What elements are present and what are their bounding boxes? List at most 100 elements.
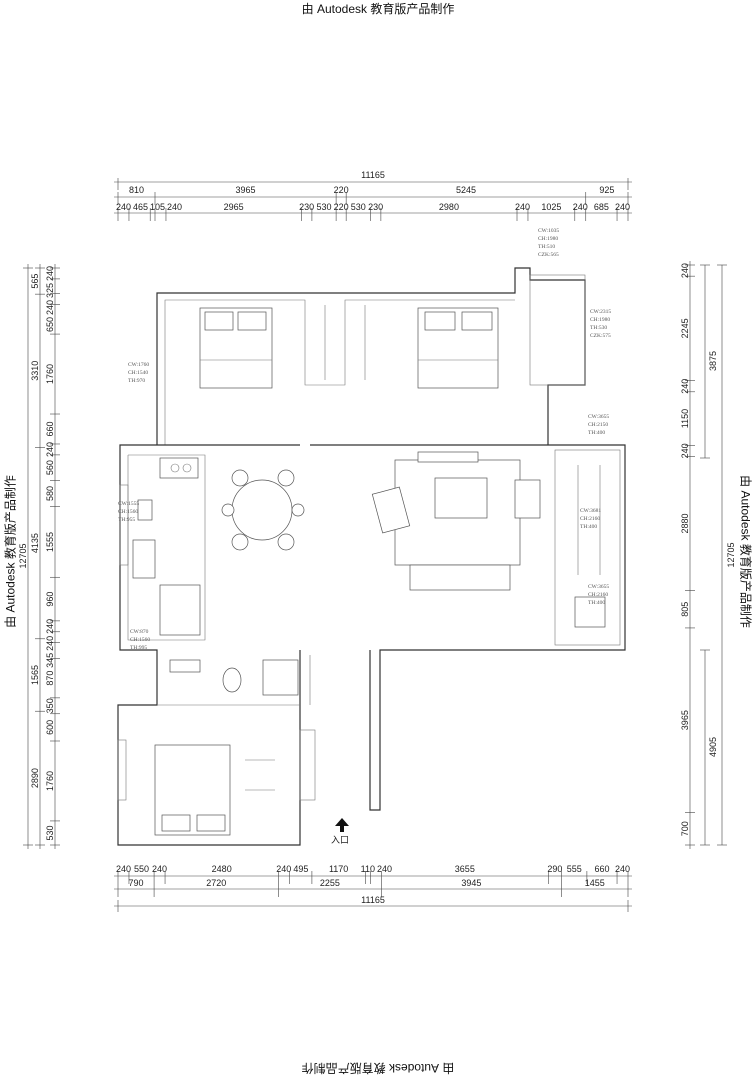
walls [117,267,626,846]
dimension-label: 925 [599,185,614,195]
dimension-label: 810 [129,185,144,195]
wardrobe [324,305,366,380]
furniture [132,305,606,836]
dimension-label: 3965 [236,185,256,195]
washing-machine [574,596,606,628]
dimension-label: 5245 [456,185,476,195]
dimension-label: 230 [299,202,314,212]
dimension-label: 3945 [461,878,481,888]
watermark-top: 由 Autodesk 教育版产品制作 [301,2,455,16]
dimension-label: 220 [334,202,349,212]
dining-chair [231,469,249,487]
dimension-label: 1170 [329,864,348,874]
annotation-living-top-right: CW:3655 [588,414,609,420]
dimension-label: 660 [594,864,609,874]
kitchen-sink [137,499,153,521]
dimension-label: 240 [116,202,131,212]
annotation-bathroom: CW:870 [130,629,149,635]
dimension-label: 1025 [541,202,561,212]
annotation-bathroom: CH:1560 [130,637,150,643]
dimension-label: 240 [45,300,55,315]
dimension-label: 3655 [455,864,475,874]
dimension-label: 240 [116,864,131,874]
dimension-label: 1760 [45,364,55,384]
dimension-label: 240 [45,619,55,634]
dimension-label: 345 [45,653,55,668]
dimension-label: 3875 [708,351,718,371]
pillow [196,814,226,832]
dimension-label: 11165 [361,895,385,905]
annotation-balcony-top: TH:510 [538,244,555,250]
dining-chair [231,533,249,551]
annotation-bedroom-right: CZK:575 [590,333,611,339]
dimension-label: 650 [45,317,55,332]
dimension-label: 560 [45,460,55,475]
pillow [204,311,234,331]
dimension-label: 790 [129,878,144,888]
wardrobe [245,759,275,791]
dimension-label: 1760 [45,771,55,791]
dimension-label: 660 [45,421,55,436]
annotation-living-bottom-right: CH:2160 [588,592,608,598]
dining-chair [221,503,235,517]
dimension-label: 1455 [585,878,605,888]
annotation-bedroom-left: CH:1540 [128,370,148,376]
dimension-label: 2980 [439,202,459,212]
dimension-label: 530 [45,825,55,840]
dimension-label: 240 [276,864,291,874]
dimension-label: 2480 [212,864,232,874]
dimension-label: 240 [45,266,55,281]
dimension-label: 12705 [18,543,28,568]
pillow [161,814,191,832]
coffee-table [434,477,488,519]
dimension-label: 240 [377,864,392,874]
dimension-label: 2720 [206,878,226,888]
pillow [237,311,267,331]
annotation-kitchen: CW:1555 [118,501,139,507]
shower [262,659,299,696]
annotation-kitchen: TH:955 [118,517,135,523]
dimension-label: 960 [45,592,55,607]
armchair [371,486,411,534]
dimension-label: 2965 [224,202,244,212]
dimension-label: 685 [594,202,609,212]
dimension-label: 240 [167,202,182,212]
dimension-label: 240 [573,202,588,212]
annotation-bedroom-left: TH:970 [128,378,145,384]
annotation-living-top-right: CH:2150 [588,422,608,428]
dimension-label: 600 [45,720,55,735]
annotation-living-right: TH:400 [580,524,597,530]
pillow [424,311,456,331]
dimension-label: 325 [45,283,55,298]
dimension-label: 2880 [680,513,690,533]
bathroom-vanity [169,659,201,673]
dimension-label: 11165 [361,170,385,180]
tv-cabinet [417,451,479,463]
entrance-label: 入口 [331,835,349,845]
annotation-bedroom-left: CW:1760 [128,362,149,368]
dimension-label: 240 [680,379,690,394]
annotation-bedroom-right: CW:2315 [590,309,611,315]
dimension-label: 870 [45,671,55,686]
annotation-bedroom-right: CH:1980 [590,317,610,323]
dining-table [231,479,293,541]
dimension-label: 1565 [30,665,40,685]
dimension-label: 240 [152,864,167,874]
annotation-living-bottom-right: TH:400 [588,600,605,606]
armchair [514,479,541,519]
dimension-label: 105 [150,202,165,212]
annotation-balcony-top: CW:1035 [538,228,559,234]
dimension-label: 550 [134,864,149,874]
toilet [222,667,242,693]
dimension-label: 240 [45,636,55,651]
dimension-label: 240 [615,864,630,874]
dining-chair [277,469,295,487]
annotation-bathroom: TH:995 [130,645,147,651]
dimension-label: 1150 [680,409,690,428]
dimension-label: 350 [45,698,55,713]
annotation-living-right: CH:2160 [580,516,600,522]
dimension-label: 220 [334,185,349,195]
